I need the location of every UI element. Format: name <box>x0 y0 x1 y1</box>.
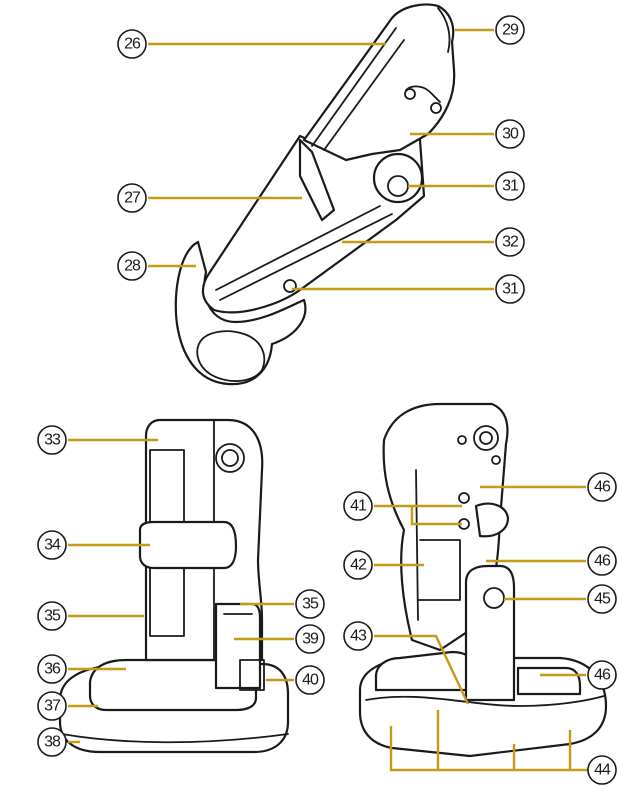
callout-28: 28 <box>117 251 147 281</box>
hinge-arm <box>464 564 516 702</box>
svg-text:46: 46 <box>594 553 611 570</box>
grip-loop <box>174 240 307 386</box>
callout-35: 35 <box>37 601 67 631</box>
callout-27: 27 <box>117 183 147 213</box>
callout-46-top: 46 <box>587 472 617 502</box>
handheld-unit-illustration <box>174 3 456 386</box>
callout-41: 41 <box>343 491 373 521</box>
callout-40: 40 <box>295 665 325 695</box>
svg-text:36: 36 <box>44 661 61 678</box>
callout-34: 34 <box>37 530 67 560</box>
leader-lines <box>68 28 596 772</box>
callout-45: 45 <box>587 584 617 614</box>
svg-text:26: 26 <box>124 36 141 53</box>
strap-band <box>138 520 238 570</box>
callout-29: 29 <box>495 15 525 45</box>
svg-text:31: 31 <box>502 178 519 195</box>
svg-text:33: 33 <box>44 432 61 449</box>
callout-31: 31 <box>495 171 525 201</box>
callout-42: 42 <box>343 550 373 580</box>
svg-text:29: 29 <box>502 22 519 39</box>
pivot-disc <box>372 152 424 204</box>
svg-text:39: 39 <box>302 631 319 648</box>
svg-text:41: 41 <box>350 498 367 515</box>
svg-text:35: 35 <box>302 596 319 613</box>
main-body <box>201 116 426 314</box>
svg-text:43: 43 <box>350 628 367 645</box>
svg-text:27: 27 <box>124 190 141 207</box>
callout-32: 32 <box>495 227 525 257</box>
callout-39: 39 <box>295 624 325 654</box>
callout-26: 26 <box>117 29 147 59</box>
svg-text:34: 34 <box>44 537 61 554</box>
svg-text:45: 45 <box>594 591 611 608</box>
callout-30: 30 <box>495 119 525 149</box>
callout-43: 43 <box>343 621 373 651</box>
front-view-illustration <box>58 418 290 754</box>
svg-text:30: 30 <box>502 126 519 143</box>
callout-44: 44 <box>587 755 617 785</box>
callout-31-lower: 31 <box>495 274 525 304</box>
svg-text:32: 32 <box>502 234 519 251</box>
callout-37: 37 <box>37 691 67 721</box>
svg-text:38: 38 <box>44 734 61 751</box>
base-top-plate <box>88 658 258 712</box>
callout-36: 36 <box>37 654 67 684</box>
upper-head <box>302 3 456 162</box>
svg-text:37: 37 <box>44 698 61 715</box>
callout-46-middle: 46 <box>587 546 617 576</box>
svg-text:40: 40 <box>302 672 319 689</box>
callout-46-bottom: 46 <box>587 660 617 690</box>
callout-35-right: 35 <box>295 589 325 619</box>
svg-text:28: 28 <box>124 258 141 275</box>
svg-text:44: 44 <box>594 762 611 779</box>
svg-text:42: 42 <box>350 557 367 574</box>
svg-text:46: 46 <box>594 667 611 684</box>
callout-38: 38 <box>37 727 67 757</box>
svg-text:46: 46 <box>594 479 611 496</box>
svg-text:35: 35 <box>44 608 61 625</box>
callout-33: 33 <box>37 425 67 455</box>
svg-text:31: 31 <box>502 281 519 298</box>
rear-view-illustration <box>358 402 608 758</box>
